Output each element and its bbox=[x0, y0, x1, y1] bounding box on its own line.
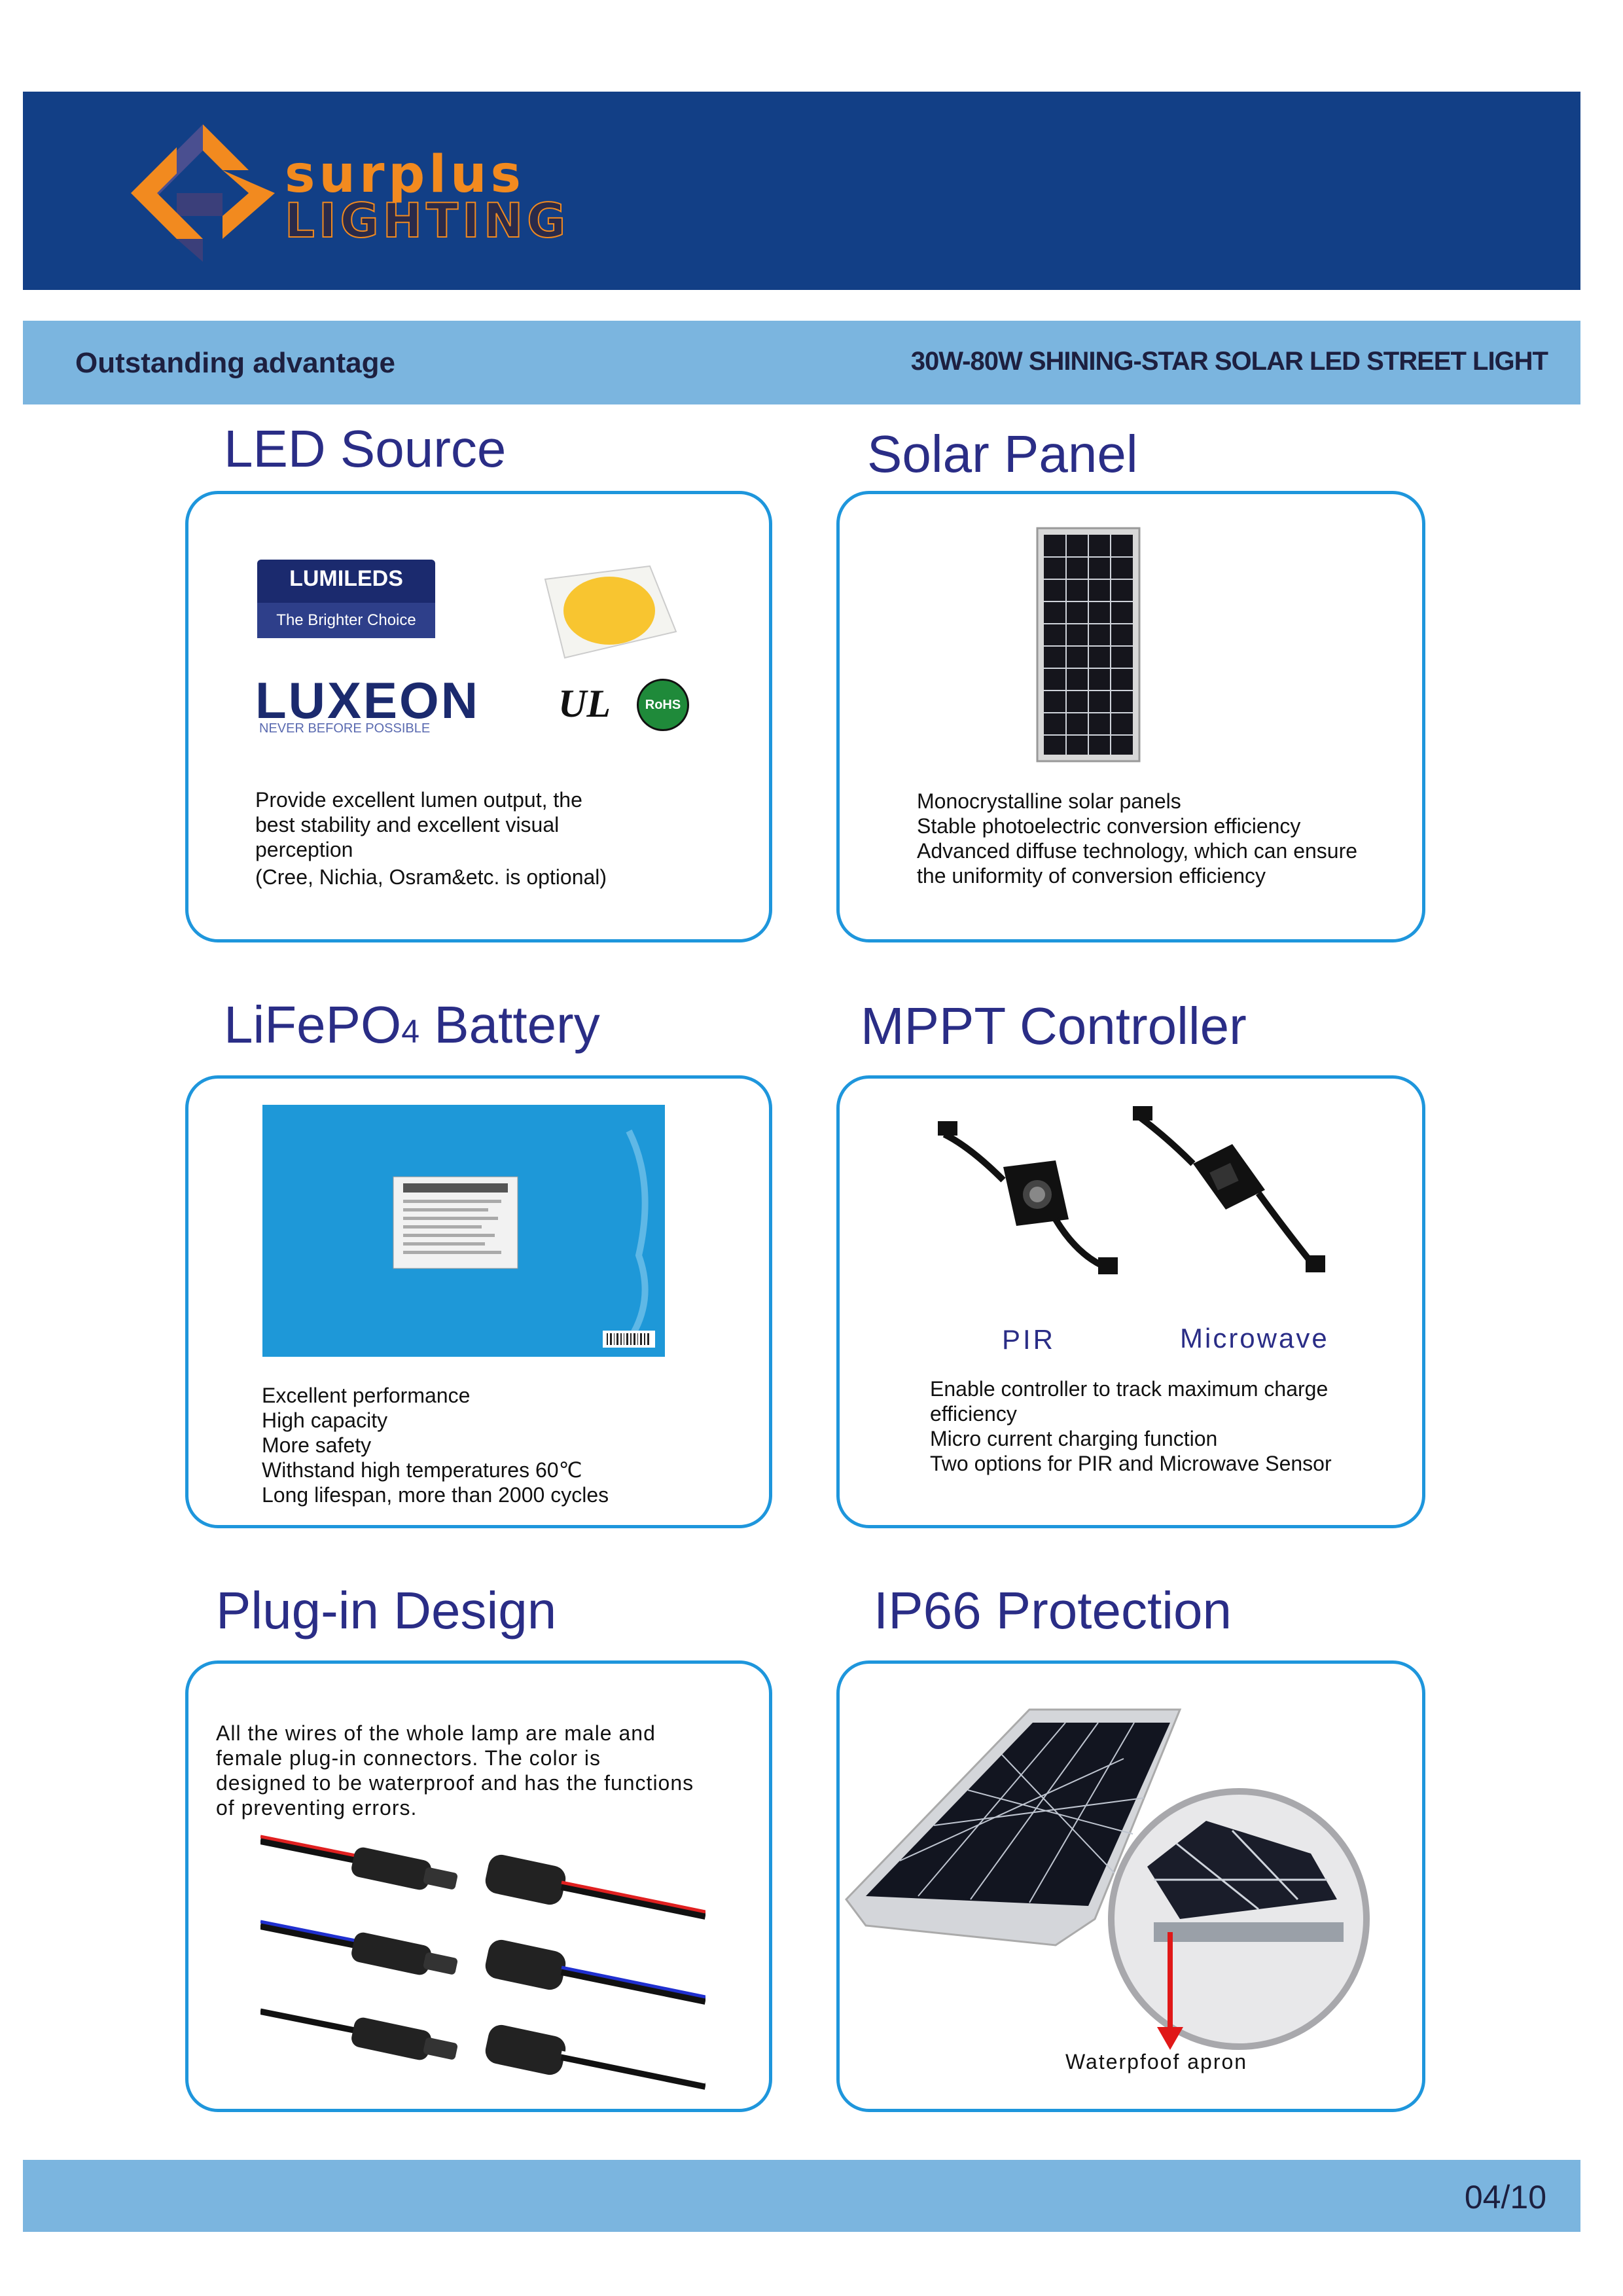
luxeon-logo: LUXEON bbox=[255, 672, 480, 729]
company-logo: surplus LIGHTING bbox=[124, 118, 566, 268]
led-chip-icon bbox=[544, 565, 677, 659]
plugin-desc-line-3: designed to be waterproof and has the fu… bbox=[216, 1771, 694, 1795]
solar-desc-line-3: Advanced diffuse technology, which can e… bbox=[917, 839, 1358, 863]
mppt-desc-line-1: Enable controller to track maximum charg… bbox=[930, 1377, 1329, 1401]
plugin-design-card: All the wires of the whole lamp are male… bbox=[185, 1660, 772, 2112]
battery-description: Excellent performance High capacity More… bbox=[262, 1383, 609, 1507]
led-source-description: Provide excellent lumen output, the best… bbox=[255, 787, 607, 889]
battery-desc-line-5: Long lifespan, more than 2000 cycles bbox=[262, 1483, 609, 1507]
logo-mark-icon bbox=[131, 124, 275, 262]
battery-title-subscript: 4 bbox=[401, 1013, 420, 1050]
solar-desc-line-2: Stable photoelectric conversion efficien… bbox=[917, 814, 1301, 838]
led-desc-line-2: best stability and excellent visual bbox=[255, 813, 560, 836]
pir-label: PIR bbox=[1002, 1324, 1056, 1355]
logo-text-lighting: LIGHTING bbox=[284, 192, 570, 249]
solar-panel-icon bbox=[1036, 527, 1141, 762]
mppt-description: Enable controller to track maximum charg… bbox=[930, 1376, 1332, 1476]
rohs-badge: RoHS bbox=[637, 679, 689, 731]
mppt-desc-line-3: Micro current charging function bbox=[930, 1427, 1218, 1450]
battery-desc-line-1: Excellent performance bbox=[262, 1384, 471, 1407]
svg-text:UL: UL bbox=[558, 682, 611, 723]
plugin-desc-line-1: All the wires of the whole lamp are male… bbox=[216, 1721, 656, 1745]
mppt-desc-line-4: Two options for PIR and Microwave Sensor bbox=[930, 1452, 1332, 1475]
microwave-sensor-icon bbox=[1133, 1106, 1325, 1272]
plugin-description: All the wires of the whole lamp are male… bbox=[216, 1721, 694, 1820]
waterproof-apron-caption: Waterpfoof apron bbox=[1065, 2050, 1248, 2073]
plugin-desc-line-4: of preventing errors. bbox=[216, 1796, 418, 1820]
solar-desc-line-1: Monocrystalline solar panels bbox=[917, 789, 1181, 813]
solar-panel-card: Monocrystalline solar panels Stable phot… bbox=[836, 491, 1425, 942]
band-left-title: Outstanding advantage bbox=[75, 347, 395, 379]
waterproof-panel-icon bbox=[845, 1708, 1370, 2050]
led-desc-line-3: perception bbox=[255, 838, 353, 861]
battery-pack-icon bbox=[262, 1105, 665, 1357]
lumileds-tagline: The Brighter Choice bbox=[257, 603, 435, 638]
led-source-card: LUMILEDS The Brighter Choice LUXEON NEVE… bbox=[185, 491, 772, 942]
battery-card: Excellent performance High capacity More… bbox=[185, 1075, 772, 1528]
page-number: 04/10 bbox=[1464, 2179, 1546, 2215]
solar-desc-line-4: the uniformity of conversion efficiency bbox=[917, 864, 1266, 888]
header-band bbox=[23, 92, 1580, 290]
led-desc-line-4: (Cree, Nichia, Osram&etc. is optional) bbox=[255, 865, 607, 889]
led-source-title: LED Source bbox=[224, 420, 507, 478]
ip66-protection-title: IP66 Protection bbox=[874, 1581, 1232, 1640]
lumileds-logo: LUMILEDS The Brighter Choice bbox=[257, 560, 435, 638]
pir-sensor-icon bbox=[938, 1121, 1118, 1274]
microwave-label: Microwave bbox=[1180, 1323, 1329, 1354]
battery-title-main: LiFePO bbox=[224, 996, 402, 1054]
logo-text-surplus: surplus bbox=[285, 145, 525, 204]
battery-desc-line-4: Withstand high temperatures 60℃ bbox=[262, 1458, 582, 1482]
solar-panel-title: Solar Panel bbox=[867, 425, 1138, 483]
battery-title-rest: Battery bbox=[419, 996, 600, 1054]
led-desc-line-1: Provide excellent lumen output, the bbox=[255, 788, 582, 812]
lumileds-name: LUMILEDS bbox=[289, 566, 403, 591]
ul-mark-icon: UL bbox=[558, 682, 611, 723]
solar-panel-description: Monocrystalline solar panels Stable phot… bbox=[917, 789, 1357, 888]
section-band: Outstanding advantage 30W-80W SHINING-ST… bbox=[23, 321, 1580, 404]
luxeon-tagline: NEVER BEFORE POSSIBLE bbox=[259, 721, 431, 736]
plug-connectors-icon bbox=[260, 1835, 705, 2090]
plugin-design-title: Plug-in Design bbox=[216, 1581, 557, 1640]
ip66-protection-card: Waterpfoof apron bbox=[836, 1660, 1425, 2112]
mppt-desc-line-2: efficiency bbox=[930, 1402, 1017, 1426]
mppt-controller-title: MPPT Controller bbox=[861, 997, 1247, 1055]
battery-desc-line-2: High capacity bbox=[262, 1408, 388, 1432]
mppt-controller-card: PIR Microwave Enable controller to track… bbox=[836, 1075, 1425, 1528]
plugin-desc-line-2: female plug-in connectors. The color is bbox=[216, 1746, 601, 1770]
footer-band: 04/10 bbox=[23, 2160, 1580, 2232]
battery-desc-line-3: More safety bbox=[262, 1433, 372, 1457]
battery-title: LiFePO4 Battery bbox=[224, 995, 600, 1055]
band-right-title: 30W-80W SHINING-STAR SOLAR LED STREET LI… bbox=[910, 347, 1548, 376]
